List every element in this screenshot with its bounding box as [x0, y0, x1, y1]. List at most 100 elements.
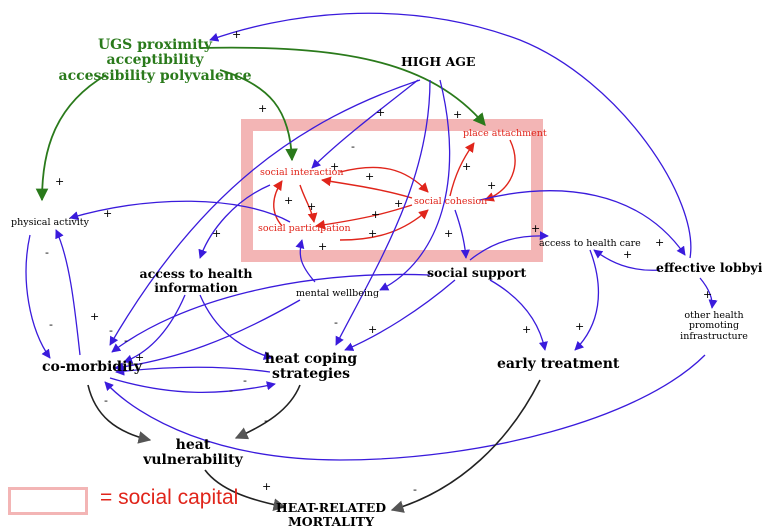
- link-high-age-comorbidity: [109, 79, 421, 346]
- svg-text:-: -: [124, 334, 128, 347]
- node-physical-activity: physical activity: [11, 217, 89, 228]
- svg-text:+: +: [368, 227, 377, 240]
- svg-text:+: +: [103, 207, 112, 220]
- link-interaction-cohesion: [339, 166, 429, 193]
- svg-text:-: -: [49, 318, 53, 331]
- svg-text:-: -: [334, 316, 338, 329]
- link-cohesion-place: [449, 142, 475, 197]
- node-ugs-line1: UGS proximity: [97, 37, 213, 53]
- node-other-infra-line1: other health: [684, 310, 744, 321]
- node-place-attachment: place attachment: [463, 128, 547, 139]
- link-health-info-heat-coping: [199, 294, 273, 360]
- link-high-age-mental: [379, 79, 451, 291]
- svg-text:-: -: [243, 374, 247, 387]
- svg-text:+: +: [487, 179, 496, 192]
- svg-text:-: -: [413, 483, 417, 496]
- svg-text:+: +: [318, 240, 327, 253]
- link-participation-physical: [69, 200, 291, 223]
- legend-swatch: [8, 487, 88, 515]
- link-ugs-place-attachment: [199, 46, 486, 126]
- node-access-health-info-line1: access to health: [139, 266, 253, 281]
- node-other-infra-line3: infrastructure: [680, 330, 748, 342]
- link-comorbidity-physical: [55, 229, 81, 356]
- link-heat-vulnerability-mortality: [204, 469, 287, 512]
- link-participation-cohesion: [339, 209, 429, 241]
- svg-text:+: +: [365, 170, 374, 183]
- node-social-cohesion: social cohesion: [414, 196, 488, 207]
- node-heat-coping-line2: strategies: [271, 366, 351, 383]
- node-access-health-info-line2: information: [154, 279, 238, 295]
- node-access-health-care: access to health care: [539, 238, 641, 249]
- svg-text:+: +: [232, 28, 241, 41]
- svg-text:-: -: [104, 394, 108, 407]
- svg-text:+: +: [531, 222, 540, 235]
- link-high-age-interaction: [311, 79, 419, 169]
- link-early-treatment-mortality: [390, 379, 541, 513]
- node-ugs: UGS proximity acceptibility accessibilit…: [58, 37, 252, 84]
- node-ugs-line3: accessibility polyvalence: [58, 67, 252, 84]
- svg-text:-: -: [45, 246, 49, 259]
- svg-text:+: +: [307, 200, 316, 213]
- node-high-age: HIGH AGE: [401, 54, 476, 69]
- link-other-infra-comorbidity: [104, 354, 706, 461]
- node-heat-mortality: HEAT-RELATED MORTALITY: [276, 501, 386, 529]
- link-support-heat-coping: [344, 279, 456, 351]
- svg-text:+: +: [371, 208, 380, 221]
- link-lobbying-ugs: [209, 12, 692, 259]
- svg-text:+: +: [212, 227, 221, 240]
- link-support-early-treatment: [489, 279, 548, 351]
- svg-text:-: -: [351, 140, 355, 153]
- link-cohesion-interaction: [321, 176, 413, 199]
- svg-text:+: +: [376, 106, 385, 119]
- link-lobbying-other-infra: [699, 277, 718, 309]
- node-early-treatment: early treatment: [497, 356, 620, 372]
- svg-text:+: +: [262, 480, 271, 493]
- node-social-interaction: social interaction: [260, 167, 344, 178]
- node-heat-coping: heat coping strategies: [264, 351, 358, 383]
- svg-text:-: -: [109, 324, 113, 337]
- node-heat-vulnerability-line2: vulnerability: [143, 452, 243, 469]
- link-ugs-physical-activity: [35, 74, 107, 202]
- node-other-infrastructure: other health promoting infrastructure: [680, 310, 748, 342]
- node-heat-vulnerability-line1: heat: [175, 437, 211, 453]
- svg-text:+: +: [135, 351, 144, 364]
- svg-text:+: +: [453, 108, 462, 121]
- link-support-access-care: [469, 231, 549, 261]
- node-social-participation: social participation: [258, 223, 351, 234]
- legend-label: = social capital: [100, 486, 239, 509]
- svg-text:-: -: [264, 414, 268, 427]
- link-interaction-health-info: [198, 184, 271, 259]
- link-cohesion-lobbying: [479, 190, 686, 256]
- link-heat-coping-comorbidity: [115, 366, 271, 376]
- svg-text:+: +: [444, 227, 453, 240]
- node-other-infra-line2: promoting: [688, 320, 740, 332]
- link-cohesion-participation: [315, 204, 413, 230]
- node-heat-mortality-line2: MORTALITY: [287, 513, 375, 529]
- link-participation-interaction: [273, 180, 283, 227]
- svg-text:+: +: [655, 236, 664, 249]
- node-heat-vulnerability: heat vulnerability: [143, 437, 243, 469]
- link-support-comorbidity: [111, 273, 431, 353]
- svg-text:+: +: [522, 323, 531, 336]
- node-access-health-info: access to health information: [140, 267, 253, 295]
- link-signs: + + + + + - + + + + + + + + + + + + + + …: [45, 28, 712, 496]
- node-ugs-line2: acceptibility: [106, 52, 204, 69]
- link-access-care-early-treatment: [574, 249, 600, 351]
- link-comorbidity-heat-coping: [109, 377, 276, 394]
- svg-text:+: +: [90, 310, 99, 323]
- node-heat-coping-line1: heat coping: [264, 351, 358, 367]
- svg-text:+: +: [394, 197, 403, 210]
- svg-text:+: +: [623, 248, 632, 261]
- link-mental-comorbidity: [114, 299, 301, 372]
- link-interaction-participation: [299, 184, 318, 223]
- link-health-info-comorbidity: [123, 294, 186, 364]
- svg-text:+: +: [284, 194, 293, 207]
- svg-text:+: +: [575, 320, 584, 333]
- node-heat-mortality-line1: HEAT-RELATED: [275, 500, 387, 515]
- link-heat-coping-heat-vulnerability: [234, 384, 301, 440]
- svg-text:+: +: [330, 160, 339, 173]
- svg-text:+: +: [258, 102, 267, 115]
- svg-text:+: +: [368, 323, 377, 336]
